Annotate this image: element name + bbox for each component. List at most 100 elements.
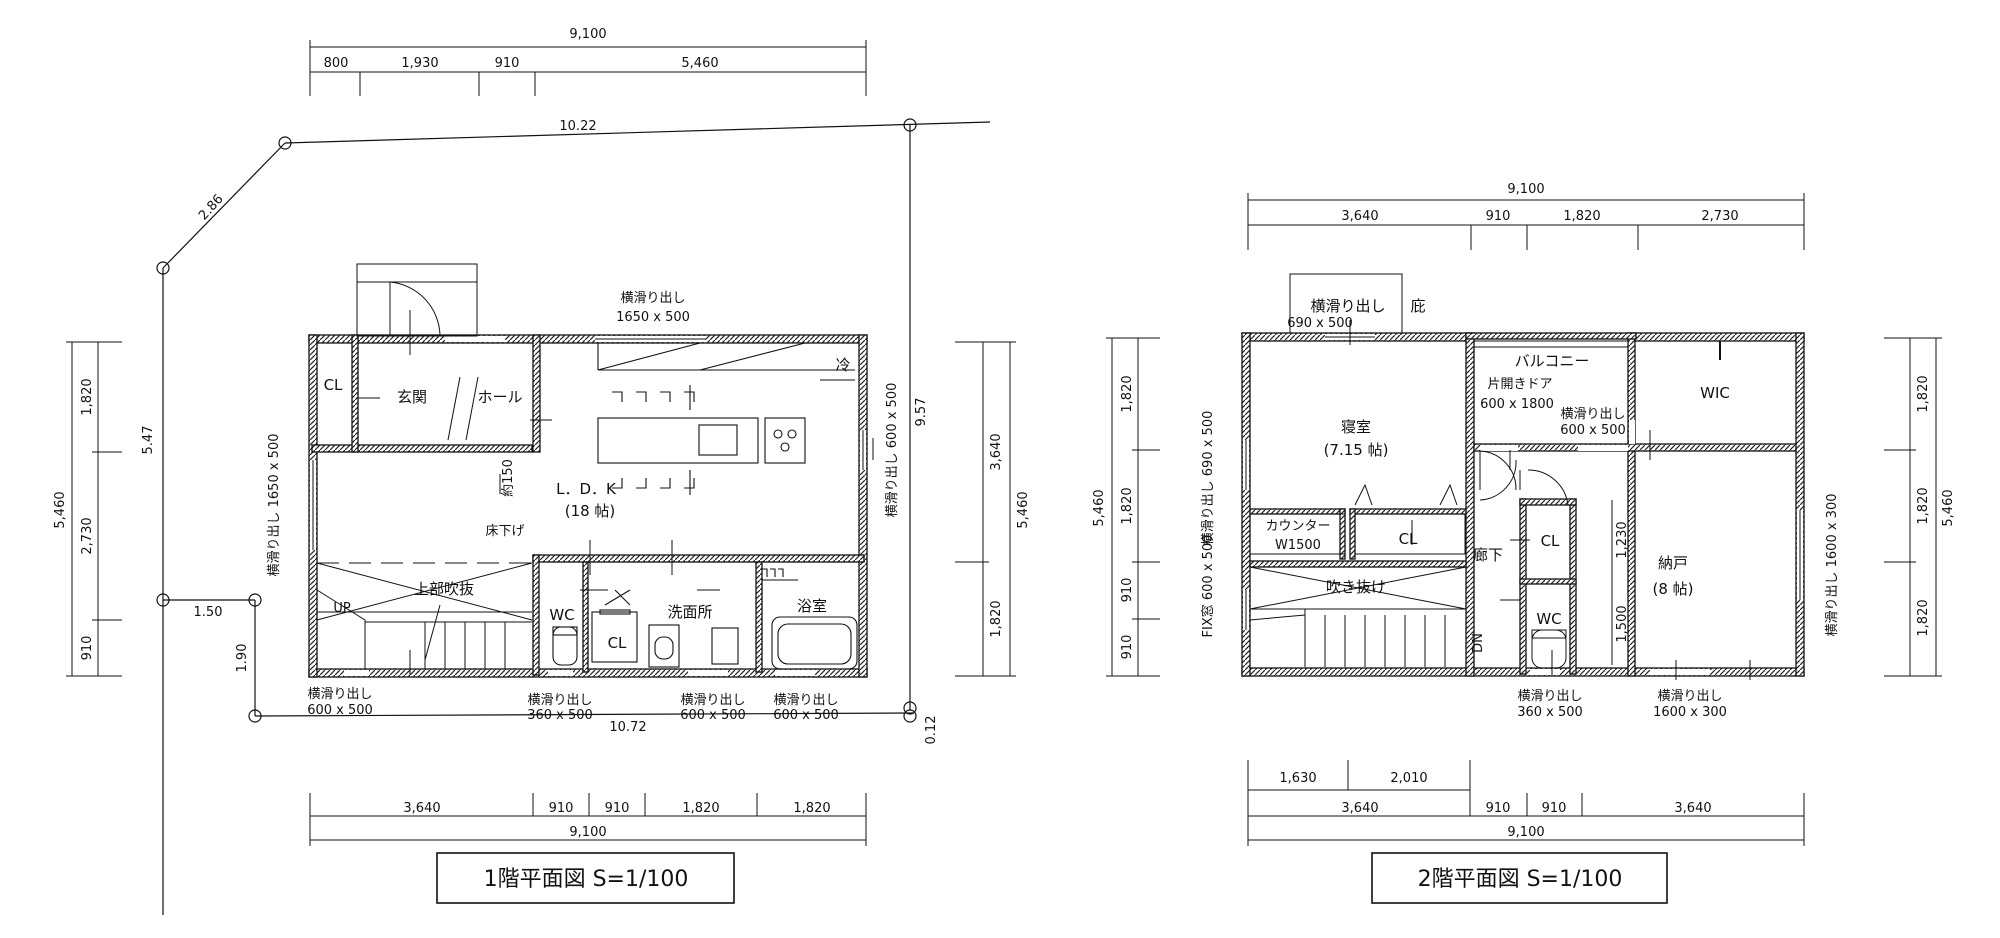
f2-window-fix: FIX窓 600 x 500 [1200, 535, 1216, 638]
f1-room-hall: ホール [477, 388, 522, 406]
f1-window-left: 横滑り出し 1650 x 500 [267, 434, 282, 577]
f2-window-b1-size: 360 x 500 [1517, 705, 1583, 720]
f1-dim-right-outer: 5,460 [1016, 491, 1031, 528]
f1-window-b3: 横滑り出し [680, 693, 745, 708]
f1-window-b1: 横滑り出し [307, 687, 372, 702]
f2-dim-bottom-4: 3,640 [1674, 801, 1711, 816]
f2-dim-left-1: 1,820 [1120, 375, 1135, 412]
f1-dim-left-3: 910 [80, 636, 95, 661]
f1-dim-right-1: 3,640 [989, 433, 1004, 470]
f1-room-wc: WC [549, 606, 574, 624]
f1-room-closet: CL [324, 376, 343, 394]
f1-dim-left [66, 341, 122, 677]
f1-dim-left-1: 1,820 [80, 378, 95, 415]
f2-dim-storage-2: 1,500 [1615, 605, 1630, 642]
f1-room-bath: 浴室 [797, 597, 827, 615]
f2-window-b1: 横滑り出し [1517, 689, 1582, 704]
f1-dim-top-3: 910 [495, 56, 520, 71]
f1-site-left-edge: 5.47 [141, 426, 156, 455]
f1-window-top: 横滑り出し [620, 291, 685, 306]
f2-room-wic: WIC [1700, 384, 1730, 402]
f2-dim-right-1: 1,820 [1916, 375, 1931, 412]
f2-window-mid-size: 600 x 500 [1560, 423, 1626, 438]
f2-dim-left-2: 1,820 [1120, 487, 1135, 524]
f1-room-ldk: L．D．K [556, 480, 617, 498]
f1-window-b2: 横滑り出し [527, 693, 592, 708]
f1-window-right: 横滑り出し 600 x 500 [885, 383, 900, 518]
f1-window-b3-size: 600 x 500 [680, 708, 746, 723]
f1-stairs [316, 376, 533, 669]
f2-dim-top-4: 2,730 [1701, 209, 1738, 224]
f2-dim-sub-2: 2,010 [1390, 771, 1427, 786]
f1-title-box [436, 852, 735, 904]
f2-dim-right-3: 1,820 [1916, 599, 1931, 636]
f2-room-bedroom: 寝室 [1341, 418, 1371, 436]
floor-1-plan: 9,100 800 1,930 910 5,460 10.22 2.86 5.4… [53, 27, 1031, 915]
f1-dim-bottom-4: 1,820 [682, 801, 719, 816]
f1-title: 1階平面図 S=1/100 [484, 867, 689, 892]
f1-dim-right-2: 1,820 [989, 600, 1004, 637]
f2-window-b2-size: 1600 x 300 [1653, 705, 1727, 720]
f1-window-top-size: 1650 x 500 [616, 310, 690, 325]
f2-window-top-size: 690 x 500 [1287, 316, 1353, 331]
f1-room-washroom: 洗面所 [667, 603, 712, 621]
f2-dim-right [1884, 337, 1942, 677]
f2-stair-down: DN [1471, 633, 1486, 653]
f1-dim-bottom-2: 910 [549, 801, 574, 816]
f2-window-b2: 横滑り出し [1657, 689, 1722, 704]
f2-balcony: バルコニー [1515, 352, 1590, 370]
f2-dim-left [1106, 337, 1160, 677]
f2-window-mid: 横滑り出し [1560, 407, 1625, 422]
f2-dim-top-total: 9,100 [1507, 182, 1544, 197]
f1-dim-left-outer: 5,460 [53, 491, 68, 528]
f2-room-bedroom-size: (7.15 帖) [1324, 441, 1389, 459]
f2-title: 2階平面図 S=1/100 [1418, 867, 1623, 892]
f1-dim-bottom-3: 910 [605, 801, 630, 816]
f2-dim-bottom-1: 3,640 [1341, 801, 1378, 816]
f2-dim-bottom-3: 910 [1542, 801, 1567, 816]
f1-dim-right [955, 341, 1016, 677]
f1-floor-down: 床下げ [485, 524, 524, 539]
f2-room-storage: 納戸 [1658, 554, 1688, 572]
f2-room-cl: CL [1399, 530, 1418, 548]
f2-hinged-door: 片開きドア [1487, 377, 1552, 392]
f1-step-height: 約150 [501, 459, 516, 497]
f2-room-wc: WC [1536, 610, 1561, 628]
f2-dim-storage-1: 1,230 [1615, 521, 1630, 558]
f1-kitchen [597, 342, 855, 495]
f1-dim-top [309, 40, 867, 96]
floor-2-plan: 9,100 3,640 910 1,820 2,730 5,460 1,820 … [1092, 182, 1956, 904]
f1-site-boundary [156, 118, 991, 915]
f2-dim-right-2: 1,820 [1916, 487, 1931, 524]
f1-dim-bottom [309, 793, 867, 846]
f2-room-cl2: CL [1541, 532, 1560, 550]
f2-hinged-door-size: 600 x 1800 [1480, 397, 1554, 412]
f2-room-corridor: 廊下 [1473, 546, 1503, 564]
f1-window-b2-size: 360 x 500 [527, 708, 593, 723]
f1-entrance-porch [356, 263, 478, 337]
f1-window-b1-size: 600 x 500 [307, 703, 373, 718]
f1-dim-top-2: 1,930 [401, 56, 438, 71]
f1-room-entrance: 玄関 [397, 388, 427, 406]
f2-dim-bottom [1247, 760, 1805, 846]
f2-dim-top-1: 3,640 [1341, 209, 1378, 224]
f1-fridge: 冷 [835, 356, 850, 374]
f2-dim-top-3: 1,820 [1563, 209, 1600, 224]
f1-room-ldk-size: (18 帖) [565, 502, 616, 520]
f1-dim-left-2: 2,730 [80, 517, 95, 554]
f1-site-offset-h: 1.50 [194, 605, 223, 620]
f2-dim-sub-1: 1,630 [1279, 771, 1316, 786]
f2-room-storage-size: (8 帖) [1652, 580, 1693, 598]
f1-stair-up: UP [333, 601, 351, 616]
f2-dim-left-outer: 5,460 [1092, 489, 1107, 526]
f1-wet-areas [552, 568, 858, 670]
f2-walls [1241, 332, 1805, 677]
f2-window-right: 横滑り出し 1600 x 300 [1825, 494, 1840, 637]
f2-dim-bottom-2: 910 [1486, 801, 1511, 816]
f2-dim-right-outer: 5,460 [1941, 489, 1956, 526]
f1-site-corner: 0.12 [924, 716, 939, 745]
f1-dim-bottom-1: 3,640 [403, 801, 440, 816]
f1-site-offset-v: 1.90 [235, 644, 250, 673]
f1-site-right-edge: 9.57 [914, 398, 929, 427]
